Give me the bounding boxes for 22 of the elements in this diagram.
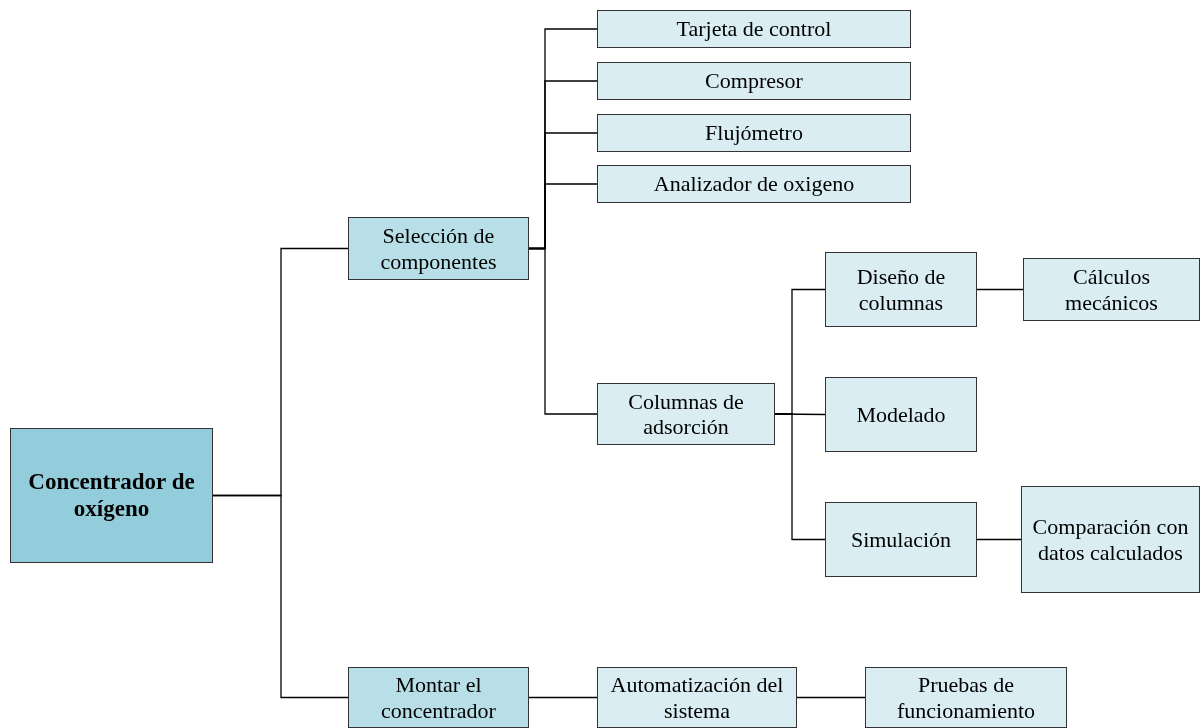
process-box: Comparación con datos calculados xyxy=(1021,486,1200,593)
connector-line xyxy=(976,288,1024,291)
connector-line xyxy=(796,696,866,699)
process-box: Diseño de columnas xyxy=(825,252,977,327)
process-box: Pruebas de funcionamiento xyxy=(865,667,1067,728)
process-box: Flujómetro xyxy=(597,114,911,152)
connector-line xyxy=(212,494,349,699)
process-box: Concentrador de oxígeno xyxy=(10,428,213,563)
connector-line xyxy=(528,696,598,699)
process-box: Selección de componentes xyxy=(348,217,529,280)
process-box: Columnas de adsorción xyxy=(597,383,775,445)
process-box: Modelado xyxy=(825,377,977,452)
process-box: Analizador de oxigeno xyxy=(597,165,911,203)
connector-line xyxy=(774,413,826,541)
process-box: Automatización del sistema xyxy=(597,667,797,728)
process-box: Simulación xyxy=(825,502,977,577)
process-box: Compresor xyxy=(597,62,911,100)
process-box: Tarjeta de control xyxy=(597,10,911,48)
connector-line xyxy=(528,247,598,415)
process-box: Cálculos mecánicos xyxy=(1023,258,1200,321)
connector-line xyxy=(976,538,1022,541)
process-box: Montar el concentrador xyxy=(348,667,529,728)
